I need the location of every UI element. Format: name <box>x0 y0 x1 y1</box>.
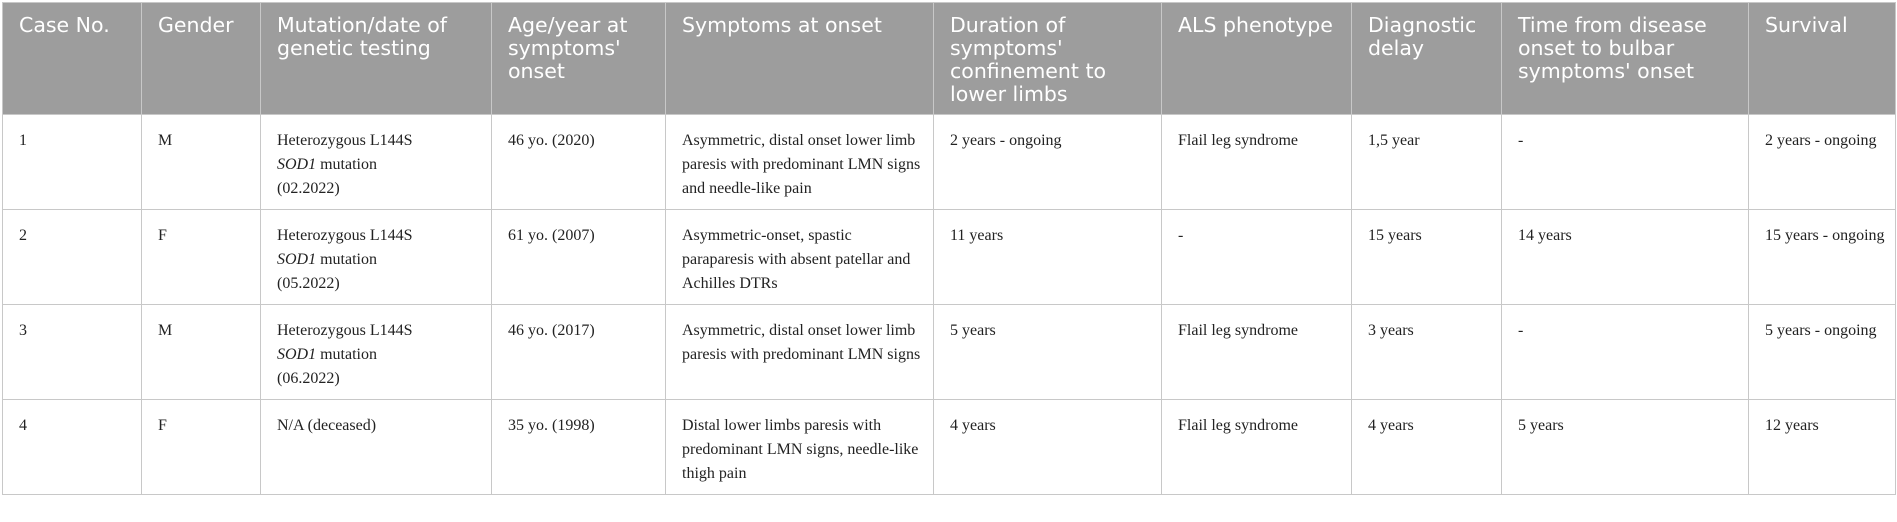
cell-mutation: Heterozygous L144S SOD1 mutation (05.2022) <box>260 209 492 305</box>
header-mutation: Mutation/date of genetic testing <box>260 2 492 115</box>
cell-case: 3 <box>2 304 142 400</box>
mutation-suffix: mutation <box>316 251 377 268</box>
cell-duration: 5 years <box>933 304 1162 400</box>
cell-gender: F <box>141 399 261 495</box>
cell-bulbar: 14 years <box>1501 209 1749 305</box>
cell-phenotype: Flail leg syndrome <box>1161 114 1352 210</box>
header-age: Age/year at symptoms' onset <box>491 2 666 115</box>
gene-name: SOD1 <box>277 156 317 173</box>
header-survival: Survival <box>1748 2 1896 115</box>
mutation-text: Heterozygous L144S <box>277 227 413 244</box>
cell-gender: M <box>141 114 261 210</box>
cell-survival: 2 years - ongoing <box>1748 114 1896 210</box>
cell-case: 2 <box>2 209 142 305</box>
header-phenotype: ALS phenotype <box>1161 2 1352 115</box>
cell-gender: M <box>141 304 261 400</box>
header-duration: Duration of symptoms' confinement to low… <box>933 2 1162 115</box>
cell-survival: 12 years <box>1748 399 1896 495</box>
cell-symptoms: Asymmetric, distal onset lower limb pare… <box>665 114 934 210</box>
cell-age: 61 yo. (2007) <box>491 209 666 305</box>
cell-bulbar: 5 years <box>1501 399 1749 495</box>
header-case-no: Case No. <box>2 2 142 115</box>
header-delay: Diagnostic delay <box>1351 2 1502 115</box>
cell-duration: 2 years - ongoing <box>933 114 1162 210</box>
cell-mutation: Heterozygous L144S SOD1 mutation (06.2022) <box>260 304 492 400</box>
cell-symptoms: Asymmetric, distal onset lower limb pare… <box>665 304 934 400</box>
cell-symptoms: Distal lower limbs paresis with predomin… <box>665 399 934 495</box>
cell-mutation: N/A (deceased) <box>260 399 492 495</box>
cell-phenotype: Flail leg syndrome <box>1161 399 1352 495</box>
cell-delay: 3 years <box>1351 304 1502 400</box>
cell-case: 1 <box>2 114 142 210</box>
cell-symptoms: Asymmetric-onset, spastic paraparesis wi… <box>665 209 934 305</box>
cell-mutation: Heterozygous L144S SOD1 mutation (02.2022) <box>260 114 492 210</box>
als-cases-table: Case No. Gender Mutation/date of genetic… <box>2 2 1896 495</box>
cell-age: 46 yo. (2017) <box>491 304 666 400</box>
cell-phenotype: Flail leg syndrome <box>1161 304 1352 400</box>
gene-name: SOD1 <box>277 251 317 268</box>
cell-delay: 4 years <box>1351 399 1502 495</box>
cell-bulbar: - <box>1501 114 1749 210</box>
header-bulbar: Time from disease onset to bulbar sympto… <box>1501 2 1749 115</box>
mutation-text: Heterozygous L144S <box>277 322 413 339</box>
header-symptoms: Symptoms at onset <box>665 2 934 115</box>
cell-age: 35 yo. (1998) <box>491 399 666 495</box>
cell-delay: 15 years <box>1351 209 1502 305</box>
cell-bulbar: - <box>1501 304 1749 400</box>
cell-phenotype: - <box>1161 209 1352 305</box>
header-gender: Gender <box>141 2 261 115</box>
test-date: (02.2022) <box>277 180 340 197</box>
cell-duration: 4 years <box>933 399 1162 495</box>
cell-survival: 5 years - ongoing <box>1748 304 1896 400</box>
cell-survival: 15 years - ongoing <box>1748 209 1896 305</box>
cell-duration: 11 years <box>933 209 1162 305</box>
table-row: 4 F N/A (deceased) 35 yo. (1998) Distal … <box>2 399 1896 495</box>
mutation-suffix: mutation <box>316 156 377 173</box>
table-row: 1 M Heterozygous L144S SOD1 mutation (02.2… <box>2 114 1896 210</box>
mutation-text: Heterozygous L144S <box>277 132 413 149</box>
mutation-suffix: mutation <box>316 346 377 363</box>
cell-age: 46 yo. (2020) <box>491 114 666 210</box>
test-date: (06.2022) <box>277 370 340 387</box>
cell-gender: F <box>141 209 261 305</box>
table-row: 3 M Heterozygous L144S SOD1 mutation (06.2… <box>2 304 1896 400</box>
gene-name: SOD1 <box>277 346 317 363</box>
header-row: Case No. Gender Mutation/date of genetic… <box>2 2 1896 115</box>
cell-case: 4 <box>2 399 142 495</box>
cell-delay: 1,5 year <box>1351 114 1502 210</box>
test-date: (05.2022) <box>277 275 340 292</box>
table-row: 2 F Heterozygous L144S SOD1 mutation (05.2… <box>2 209 1896 305</box>
